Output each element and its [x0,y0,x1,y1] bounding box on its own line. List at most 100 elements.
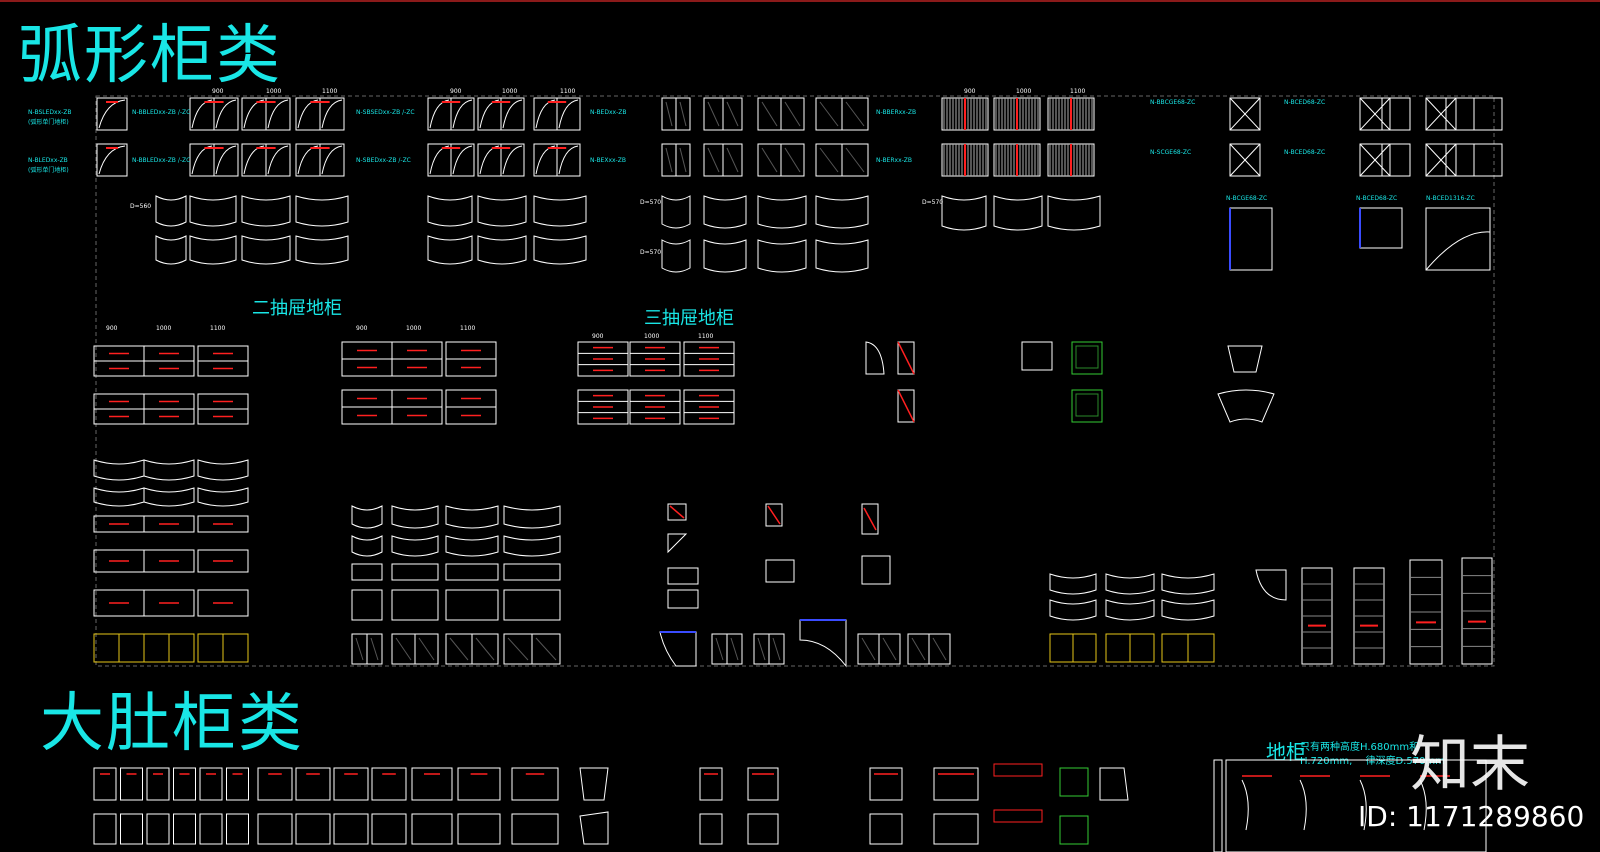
door-swing [297,99,319,129]
cabinet-outline [226,767,249,801]
cad-label: N-BCGE68-ZC [1226,195,1267,202]
corner-plan [1229,207,1273,271]
cabinet-outline [445,589,499,621]
glass-hatch [772,637,781,661]
dimension-label: 900 [356,325,368,332]
cad-label: (弧形单门地柜) [28,166,69,174]
door-swing [215,99,237,129]
cabinet-outline [747,813,779,845]
arc-plan [1161,573,1215,595]
arc-plan [477,235,527,265]
cabinet-outline [371,813,407,845]
door-swing [243,99,265,129]
cabinet-outline [667,567,699,585]
glass-hatch [395,637,412,661]
appliance-window [1075,393,1099,417]
arc-plan [189,235,237,265]
cad-line [1425,143,1457,177]
door-swing [98,145,126,175]
dimension-label: 900 [106,325,118,332]
door-swing [243,145,265,175]
arc-plan [941,195,987,231]
red-diag [897,341,915,375]
cabinet-outline [457,813,501,845]
arc-plan [1105,599,1155,621]
arc-plan [241,235,291,265]
glass-hatch [726,101,739,127]
cabinet-outline [765,503,783,527]
cabinet-outline [120,767,143,801]
cabinet-outline [667,589,699,609]
glass-hatch [761,101,778,127]
cabinet-outline [391,589,439,621]
glass-hatch [449,637,469,661]
depth-label: D=570 [922,199,943,206]
cabinet-outline [1425,143,1457,177]
highlight-box [993,809,1043,823]
arc-plan [757,239,807,273]
cabinet-outline [861,555,891,585]
arc-plan [757,195,807,229]
glass-hatch [475,637,495,661]
corner-arc [1425,231,1491,271]
cabinet-outline [1445,97,1475,131]
glass-hatch [882,637,897,661]
drawer-cabinet [143,515,195,533]
dimension-label: 900 [964,88,976,95]
glass-hatch [911,637,926,661]
glass-hatch [707,101,720,127]
glass-hatch [355,637,364,661]
cabinet-outline [93,767,117,801]
small-unit [667,503,687,521]
cabinet-outline [333,813,369,845]
cabinet-outline [861,503,879,535]
dimension-label: 1000 [406,325,421,332]
cabinet-outline [511,767,559,801]
corner-plan [659,631,697,667]
arc-plan [1047,195,1101,231]
cabinet-outline [1229,143,1261,177]
glass-hatch [761,147,778,173]
cabinet-outline [333,767,369,801]
arc-plan [1049,599,1097,621]
arc-plan [391,535,439,557]
arc-plan [241,195,291,227]
cabinet-outline [146,767,170,801]
arc-plan [93,487,145,507]
arc-plan [155,195,187,227]
cabinet-outline [351,563,383,581]
corner-plan [1359,207,1403,249]
drawer-cabinet [197,515,249,533]
arc-plan [295,195,349,227]
cabinet-outline [1381,143,1411,177]
corner-unit [865,341,885,375]
corner-diag [1359,97,1391,131]
arc-plan [391,505,439,529]
cabinet-outline [257,813,293,845]
cabinet-outline [391,563,439,581]
door-swing [321,145,343,175]
door-swing [267,145,289,175]
glass-hatch [726,147,739,173]
id-watermark: ID: 1171289860 [1358,800,1585,833]
arc-plan [661,195,691,229]
dimension-label: 900 [450,88,462,95]
arc-plan [1049,573,1097,595]
base-curve [1419,779,1427,831]
glass-hatch [507,637,529,661]
arc-plan [155,235,187,265]
depth-label: D=560 [130,203,151,210]
cabinet-outline [1381,97,1411,131]
dimension-label: 1100 [460,325,475,332]
corner-plan [1255,569,1287,601]
base-curve [1299,779,1307,831]
door-swing [452,145,473,175]
arc-plan [351,505,383,529]
glass-hatch [679,147,687,173]
arc-front [1099,767,1129,801]
green-appliance [1071,389,1103,423]
cad-label: N-SBSEDxx-ZB /-ZC [356,109,415,116]
cad-label: N-BEDxx-ZB [590,109,626,116]
cabinet-outline [173,767,196,801]
drawer-cabinet [629,341,681,377]
